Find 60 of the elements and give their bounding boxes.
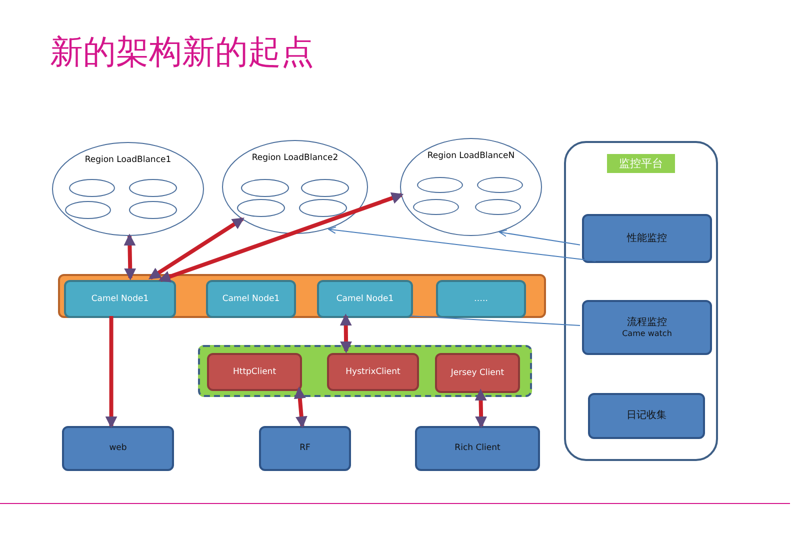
node-label: web <box>109 443 127 454</box>
instance-ellipse <box>241 179 289 197</box>
node-label: HttpClient <box>232 366 276 378</box>
connector-line <box>410 316 580 326</box>
double-arrow <box>158 192 404 282</box>
instance-ellipse <box>299 199 347 217</box>
panel-heading: 监控平台 <box>607 154 675 174</box>
double-arrow <box>124 234 136 280</box>
node-label: Camel Node1 <box>222 294 280 304</box>
double-arrow <box>340 314 352 354</box>
node-label: 性能监控 <box>627 232 667 244</box>
client-box <box>207 353 302 391</box>
instance-ellipse <box>69 179 115 197</box>
region-ellipse <box>52 142 204 236</box>
node-label: Region LoadBlance2 <box>252 153 338 164</box>
node-label: 流程监控 <box>627 316 667 329</box>
endpoint-box <box>415 426 540 471</box>
client-box <box>435 353 520 393</box>
node-label: HystrixClient <box>346 366 400 378</box>
double-arrow <box>148 217 244 280</box>
arrow <box>105 316 118 428</box>
instance-ellipse <box>129 201 177 219</box>
endpoint-box <box>259 426 351 471</box>
camel-node-box <box>436 280 526 318</box>
client-group <box>198 345 532 397</box>
node-bar <box>58 274 546 318</box>
arrow <box>498 230 580 246</box>
instance-ellipse <box>417 177 463 193</box>
monitor-box <box>588 393 705 439</box>
camel-node-box <box>317 280 413 318</box>
camel-node-box <box>64 280 176 318</box>
double-arrow <box>474 388 488 428</box>
instance-ellipse <box>129 179 177 197</box>
node-label: Jersey Client <box>450 368 504 378</box>
page-title: 新的架构新的起点 <box>50 31 314 73</box>
client-box <box>327 353 419 391</box>
node-label: Camel Node1 <box>336 294 394 304</box>
instance-ellipse <box>475 199 521 215</box>
node-label: Camel Node1 <box>91 294 149 304</box>
monitor-box <box>582 214 712 263</box>
node-label: 日记收集 <box>626 410 666 422</box>
double-arrow <box>294 386 308 428</box>
monitor-box <box>582 300 712 355</box>
arrow <box>328 226 596 262</box>
instance-ellipse <box>65 201 111 219</box>
region-ellipse <box>400 138 542 236</box>
monitor-panel <box>564 141 718 461</box>
node-label: Came watch <box>622 328 672 338</box>
node-label: Region LoadBlance1 <box>84 155 172 166</box>
camel-node-box <box>206 280 296 318</box>
instance-ellipse <box>237 199 285 217</box>
node-label: Region LoadBlanceN <box>427 151 515 162</box>
endpoint-box <box>62 426 174 471</box>
node-label: ….. <box>474 294 488 304</box>
instance-ellipse <box>477 177 523 193</box>
region-ellipse <box>222 140 368 234</box>
instance-ellipse <box>301 179 349 197</box>
node-label: Rich Client <box>454 443 500 454</box>
node-label: RF <box>300 443 310 454</box>
instance-ellipse <box>413 199 459 215</box>
